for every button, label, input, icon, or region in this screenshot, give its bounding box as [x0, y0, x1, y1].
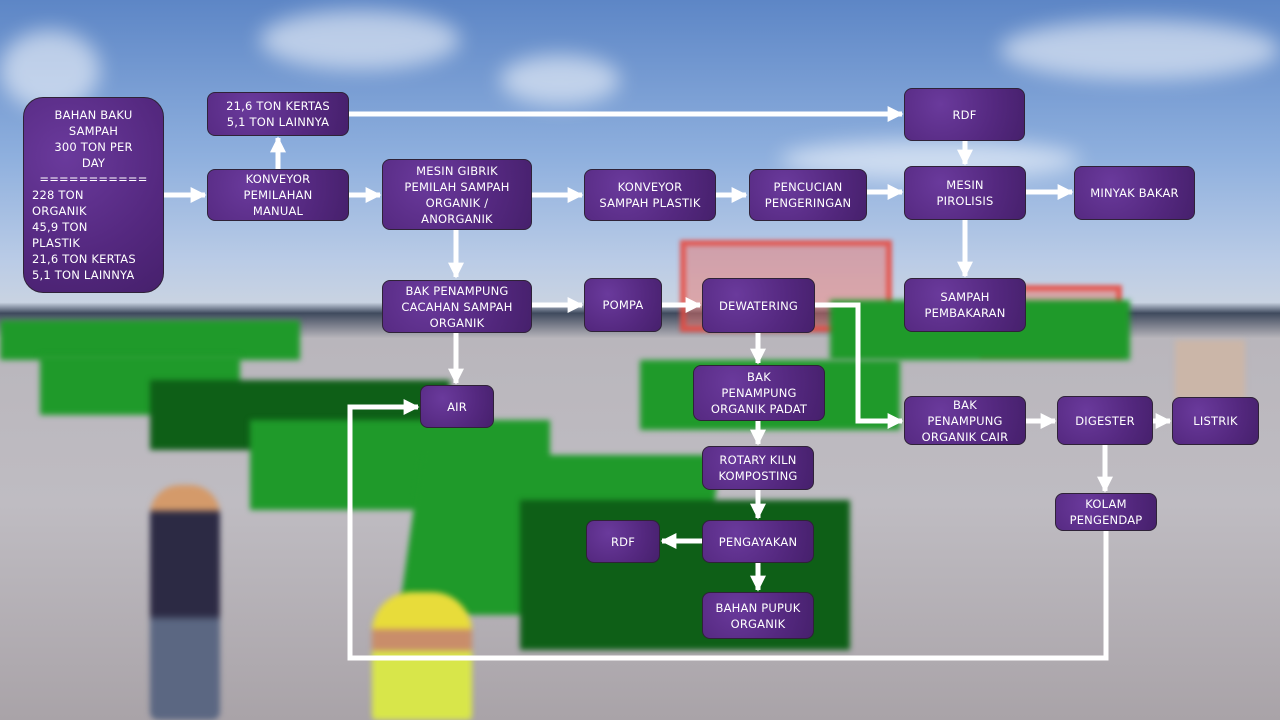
node-bak-cacahan: BAK PENAMPUNG CACAHAN SAMPAH ORGANIK — [382, 280, 532, 333]
bahan-baku-detail: 228 TON ORGANIK 45,9 TON PLASTIK 21,6 TO… — [32, 188, 136, 282]
node-minyak-bakar: MINYAK BAKAR — [1074, 166, 1195, 220]
stacked-material — [1175, 340, 1245, 400]
node-bahan-baku: BAHAN BAKU SAMPAH 300 TON PER DAY ======… — [23, 97, 164, 293]
node-pengayakan: PENGAYAKAN — [702, 520, 814, 563]
node-mesin-gibrik: MESIN GIBRIK PEMILAH SAMPAH ORGANIK / AN… — [382, 159, 532, 230]
node-konveyor-manual: KONVEYOR PEMILAHAN MANUAL — [207, 169, 349, 221]
green-machine — [0, 320, 300, 360]
node-rdf-bottom: RDF — [586, 520, 660, 563]
arrow-kolam-to-air — [347, 398, 1109, 661]
node-rdf-top: RDF — [904, 88, 1025, 141]
node-bak-cair: BAK PENAMPUNG ORGANIK CAIR — [904, 396, 1026, 445]
cloud — [0, 30, 100, 110]
node-bak-padat: BAK PENAMPUNG ORGANIK PADAT — [693, 365, 825, 421]
node-pompa: POMPA — [584, 278, 662, 332]
cloud — [500, 55, 620, 105]
node-sampah-pembakaran: SAMPAH PEMBAKARAN — [904, 278, 1026, 332]
node-dewatering: DEWATERING — [702, 278, 815, 333]
node-kolam: KOLAM PENGENDAP — [1055, 493, 1157, 531]
node-kertas-lainnya: 21,6 TON KERTAS 5,1 TON LAINNYA — [207, 92, 349, 136]
node-mesin-pirolisis: MESIN PIROLISIS — [904, 166, 1026, 220]
cloud — [260, 10, 460, 70]
cloud — [1000, 20, 1280, 80]
arrow-dewatering-to-cair — [815, 302, 904, 430]
node-digester: DIGESTER — [1057, 396, 1153, 445]
node-bahan-pupuk: BAHAN PUPUK ORGANIK — [702, 592, 814, 639]
node-pencucian: PENCUCIAN PENGERINGAN — [749, 169, 867, 221]
bahan-baku-header: BAHAN BAKU SAMPAH 300 TON PER DAY ======… — [39, 108, 148, 186]
node-konveyor-plastik: KONVEYOR SAMPAH PLASTIK — [584, 169, 716, 221]
person-figure — [150, 485, 220, 720]
node-rotary-kiln: ROTARY KILN KOMPOSTING — [702, 446, 814, 490]
node-air: AIR — [420, 385, 494, 428]
node-listrik: LISTRIK — [1172, 397, 1259, 445]
